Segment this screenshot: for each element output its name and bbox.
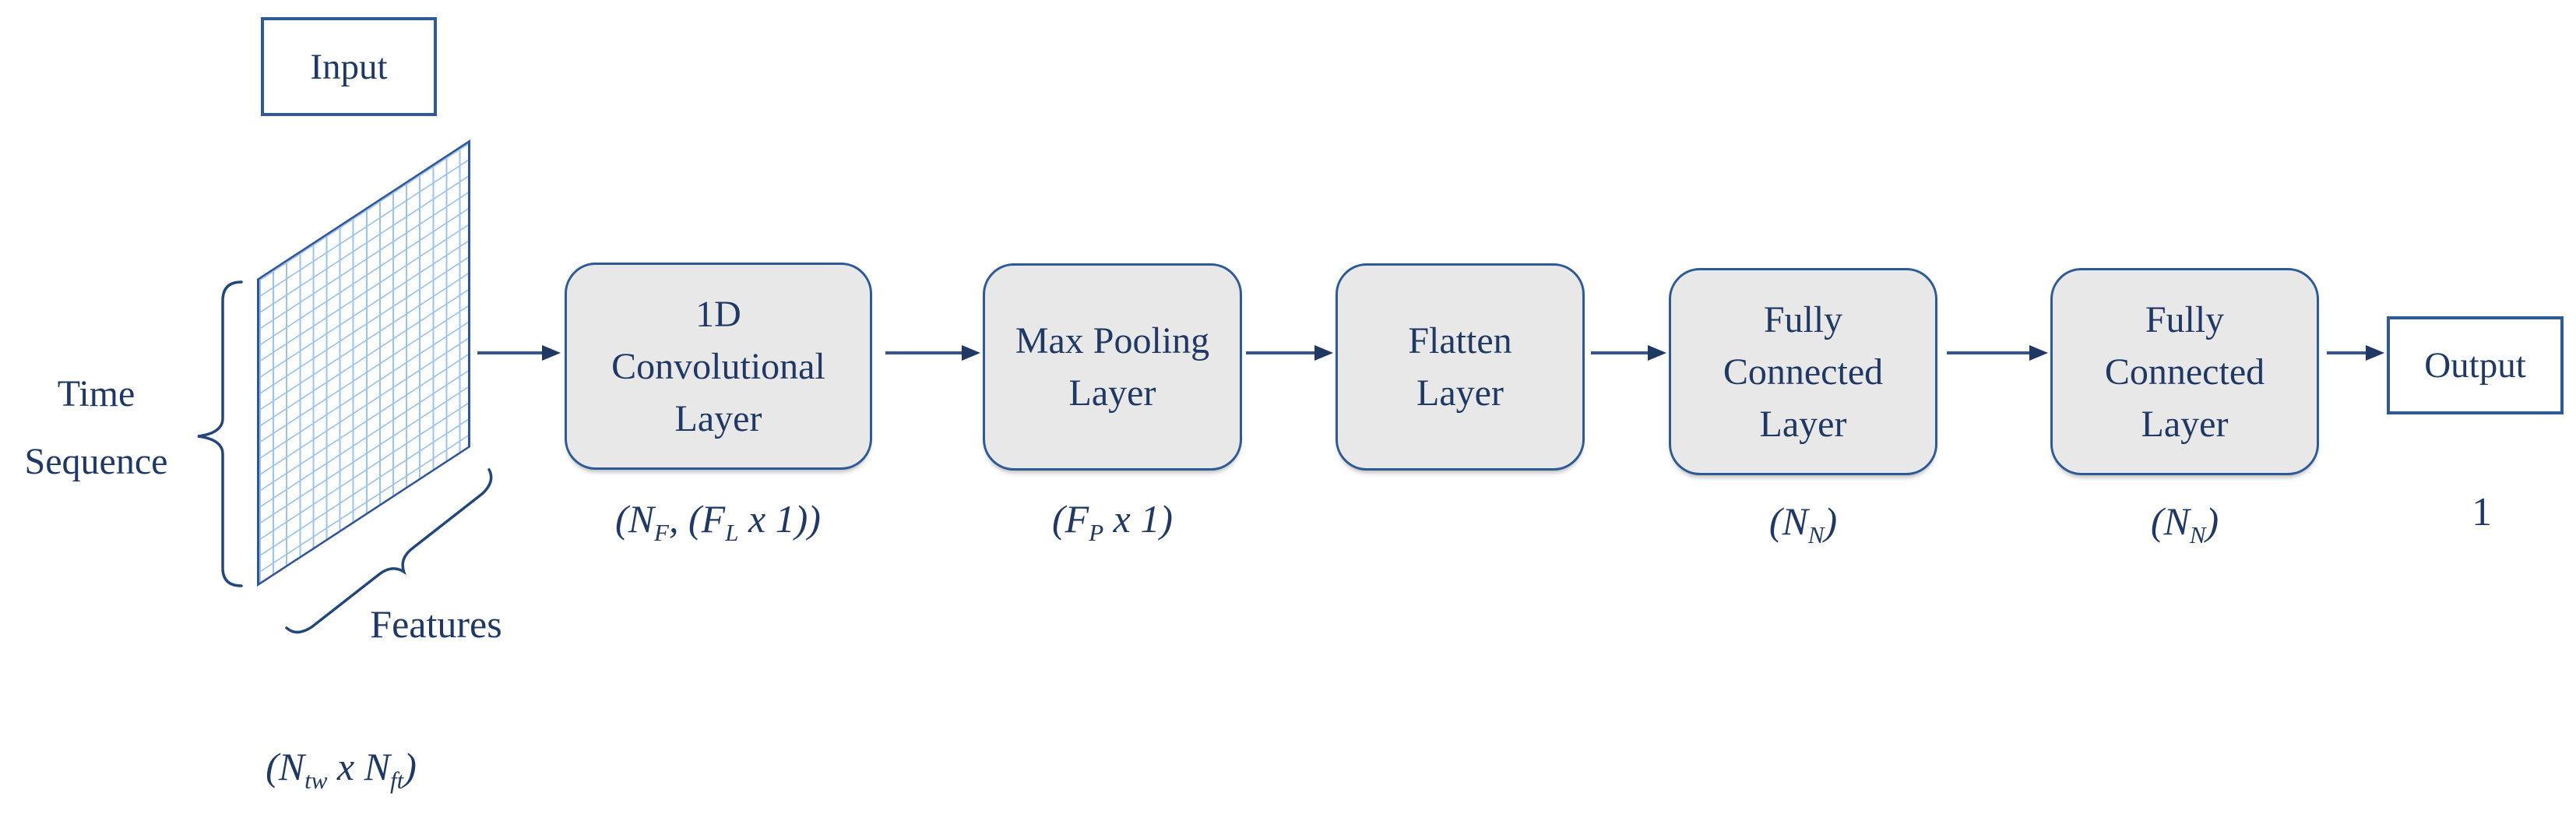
output-box: Output bbox=[2387, 316, 2564, 414]
input-grid-sheet bbox=[257, 139, 470, 587]
layer-label-line: Layer bbox=[1416, 372, 1504, 414]
layer-label-line: Fully bbox=[1763, 298, 1843, 340]
layer-label-line: Max Pooling bbox=[1015, 320, 1210, 361]
layer-label-line: Layer bbox=[674, 397, 762, 439]
input-dims-formula: (Ntw x Nft) bbox=[266, 745, 417, 794]
time-sequence-brace bbox=[197, 280, 243, 587]
time-sequence-label: Time Sequence bbox=[0, 360, 195, 495]
layer-box-fc1: Fully Connected Layer bbox=[1669, 268, 1937, 475]
input-box: Input bbox=[261, 17, 437, 116]
time-sequence-line1: Time bbox=[57, 373, 135, 414]
layer-box-conv1d: 1D Convolutional Layer bbox=[565, 263, 872, 470]
fc1-params-formula: (NN) bbox=[1768, 499, 1838, 548]
features-label: Features bbox=[370, 602, 502, 646]
layer-label-line: 1D bbox=[695, 293, 741, 335]
layer-label-line: Connected bbox=[1723, 351, 1884, 393]
fc2-params-formula: (NN) bbox=[2150, 499, 2219, 548]
layer-label-line: Layer bbox=[1068, 372, 1156, 414]
layer-box-fc2: Fully Connected Layer bbox=[2050, 268, 2319, 475]
layer-label-line: Connected bbox=[2104, 351, 2265, 393]
layer-label-line: Layer bbox=[1759, 403, 1847, 445]
time-sequence-line2: Sequence bbox=[24, 441, 168, 482]
output-label: Output bbox=[2424, 345, 2526, 386]
output-size-label: 1 bbox=[2472, 490, 2492, 534]
layer-box-maxpool: Max Pooling Layer bbox=[983, 263, 1242, 471]
pool-params-formula: (FP x 1) bbox=[1052, 497, 1173, 546]
input-label: Input bbox=[310, 46, 388, 87]
conv-params-formula: (NF, (FL x 1)) bbox=[615, 497, 821, 546]
layer-label-line: Flatten bbox=[1408, 320, 1512, 361]
layer-label-line: Convolutional bbox=[611, 345, 825, 387]
layer-label-line: Fully bbox=[2145, 298, 2225, 340]
layer-box-flatten: Flatten Layer bbox=[1336, 263, 1585, 471]
layer-label-line: Layer bbox=[2141, 403, 2229, 445]
